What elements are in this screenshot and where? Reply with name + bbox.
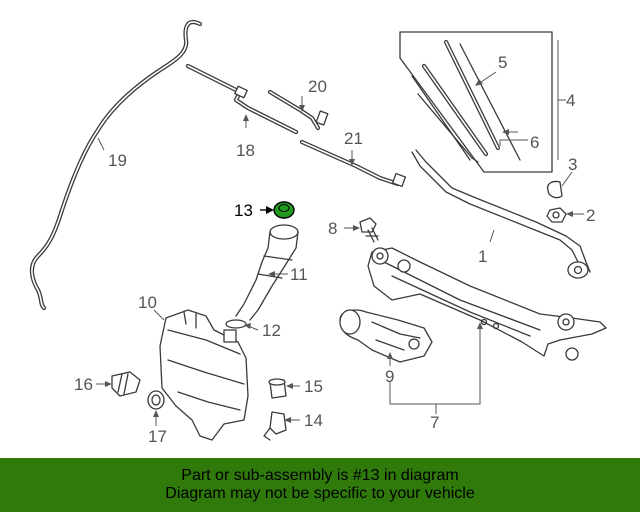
parts-diagram: 1 2 3 4 5 6 7 8 9 10 11 12 13 14 15 16 1… [29, 19, 607, 446]
callout-1: 1 [478, 247, 487, 266]
callout-8: 8 [328, 219, 337, 238]
callout-19: 19 [108, 151, 127, 170]
notice-banner: Part or sub-assembly is #13 in diagram D… [0, 458, 640, 512]
callout-9: 9 [385, 367, 394, 386]
callout-14: 14 [304, 411, 323, 430]
callout-12: 12 [262, 321, 281, 340]
part-19-washer-hose [29, 19, 203, 311]
callout-16: 16 [74, 375, 93, 394]
part-1-wiper-arm [411, 149, 591, 279]
part-7-wiper-linkage [367, 247, 607, 361]
callout-13-highlighted: 13 [234, 201, 253, 220]
callout-5: 5 [498, 53, 507, 72]
callout-10: 10 [138, 293, 157, 312]
part-13-cap-highlighted [273, 201, 295, 219]
callout-20: 20 [308, 77, 327, 96]
callout-11: 11 [290, 265, 308, 284]
part-17-pump-grommet [147, 390, 165, 410]
banner-line-disclaimer: Diagram may not be specific to your vehi… [165, 485, 475, 502]
part-8-bolt [359, 217, 379, 243]
part-4-wiper-blade-kit [399, 31, 553, 173]
part-12-seal [225, 319, 247, 329]
callout-18: 18 [236, 141, 255, 160]
part-14-level-sensor [263, 411, 287, 441]
leader-lines [96, 40, 584, 426]
part-21-hose [299, 139, 407, 188]
callout-21: 21 [344, 129, 363, 148]
part-16-washer-pump [111, 371, 141, 397]
part-15-grommet [268, 378, 287, 399]
part-20-hose [267, 89, 329, 131]
callout-6: 6 [530, 133, 539, 152]
callout-3: 3 [568, 155, 577, 174]
part-10-washer-reservoir [159, 309, 249, 441]
callout-7: 7 [430, 413, 439, 432]
part-18-hose [185, 63, 299, 135]
part-11-filler-neck [235, 224, 299, 321]
callout-2: 2 [586, 206, 595, 225]
callout-4: 4 [566, 91, 575, 110]
part-3-cap [546, 180, 563, 199]
callout-15: 15 [304, 377, 323, 396]
callout-17: 17 [148, 427, 167, 446]
part-2-nut [546, 207, 567, 223]
callout-labels: 1 2 3 4 5 6 7 8 9 10 11 12 13 14 15 16 1… [74, 53, 595, 446]
part-9-wiper-motor [339, 309, 433, 363]
banner-line-part-number: Part or sub-assembly is #13 in diagram [181, 467, 459, 484]
